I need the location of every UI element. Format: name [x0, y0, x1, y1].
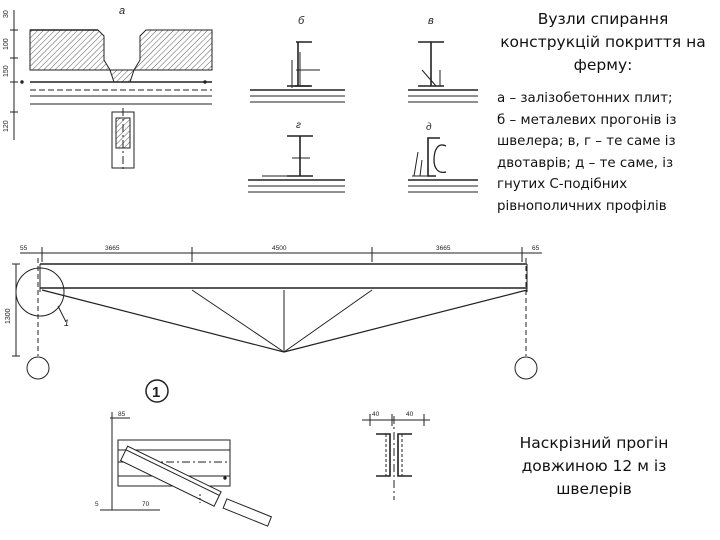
slab-dim-top: 30 — [3, 10, 10, 18]
detail-letter-v: в — [428, 15, 434, 27]
section-dim-right: 40 — [406, 411, 414, 418]
details-caption: а – залізобетонних плит; б – металевих п… — [497, 88, 719, 217]
section-dim-left: 40 — [372, 411, 380, 418]
title-line-1: Вузли спирання — [537, 10, 669, 28]
detail-letter-g: г — [296, 120, 301, 131]
slide-title: Вузли спирання конструкцій покриття на ф… — [488, 8, 718, 77]
title-line-2: конструкцій покриття на — [500, 33, 706, 51]
node-1-label: 1 — [152, 384, 160, 401]
detail-g-ibeam-purlin: г — [248, 120, 345, 193]
node-dim-top: 85 — [118, 411, 126, 418]
detail-v-ibeam-purlin: в — [408, 15, 478, 103]
subtitle-line-2: довжиною 12 м із — [521, 457, 667, 475]
node-dim-bottom-right: 70 — [142, 501, 150, 508]
truss-dim-height: 1300 — [5, 308, 12, 324]
slab-dim-1: 100 — [3, 38, 10, 50]
node-dim-bottom-left: 5 — [95, 501, 99, 508]
truss-dim-span1: 3665 — [105, 245, 120, 252]
node-1-detail: 1 85 5 70 — [95, 379, 273, 527]
caption-line: гнутих С-подібних — [497, 177, 628, 192]
truss-subtitle: Наскрізний прогін довжиною 12 м із швеле… — [496, 432, 692, 501]
caption-line: а – залізобетонних плит; — [497, 91, 673, 106]
truss-dim-left-end: 55 — [20, 245, 28, 252]
detail-a-slab-support: 30 100 150 120 а — [3, 5, 213, 172]
caption-line: б – металевих прогонів із — [497, 112, 677, 128]
detail-d-c-profile-purlin: д — [408, 122, 478, 193]
truss-dim-right-end: 65 — [532, 245, 540, 252]
truss-purlin-elevation: 55 3665 4500 3665 65 1300 1 — [5, 245, 542, 380]
caption-line: швелера; в, г – те саме із — [497, 134, 676, 149]
cross-section-double-channel: 40 40 — [362, 411, 430, 500]
slab-dim-2: 150 — [3, 65, 10, 77]
caption-line: рівнополичних профілів — [497, 198, 667, 214]
truss-callout-leader: 1 — [64, 318, 69, 328]
subtitle-line-1: Наскрізний прогін — [519, 434, 669, 452]
subtitle-line-3: швелерів — [556, 480, 632, 498]
detail-letter-d: д — [426, 122, 432, 133]
detail-b-channel-purlin: б — [250, 15, 345, 103]
truss-dim-span3: 3665 — [436, 245, 451, 252]
detail-letter-b: б — [298, 15, 305, 27]
slab-dim-3: 120 — [3, 120, 10, 132]
detail-letter-a: а — [119, 5, 125, 17]
caption-line: двотаврів; д – те саме, із — [497, 155, 674, 171]
truss-dim-span2: 4500 — [272, 245, 287, 252]
title-line-3: ферму: — [573, 56, 633, 74]
